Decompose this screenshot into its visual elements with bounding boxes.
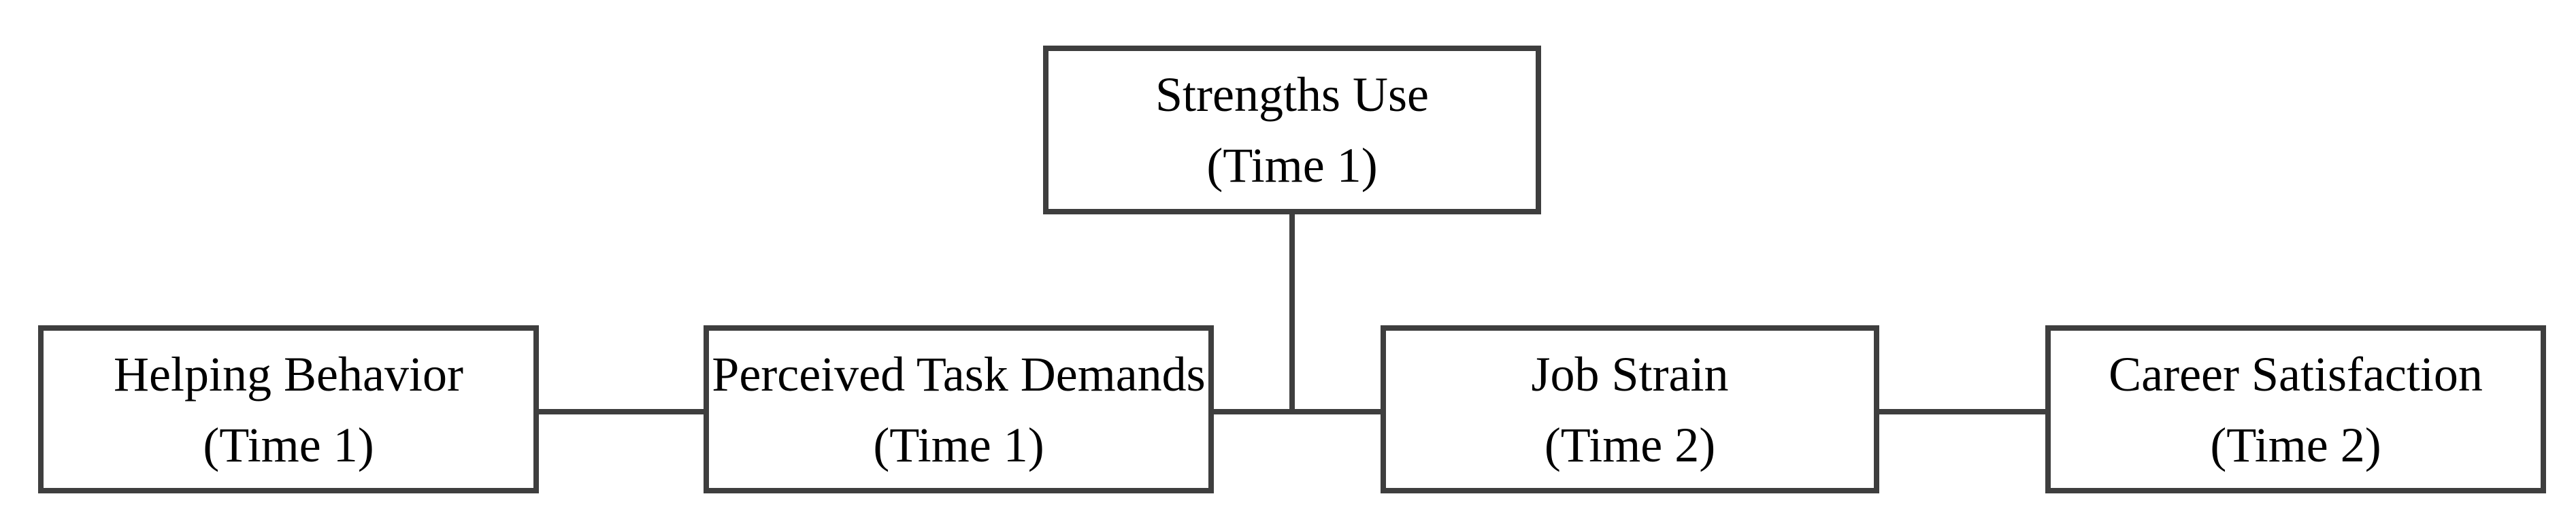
connector-strengths-use-drop bbox=[1289, 214, 1295, 414]
node-strengths-use-time: (Time 1) bbox=[1206, 138, 1378, 193]
node-perceived-task-demands-time: (Time 1) bbox=[873, 417, 1044, 472]
node-career-satisfaction-label: Career Satisfaction bbox=[2109, 346, 2483, 402]
connector-helping-to-demands bbox=[539, 409, 704, 414]
node-career-satisfaction: Career Satisfaction (Time 2) bbox=[2045, 325, 2546, 493]
connector-demands-to-strain bbox=[1214, 409, 1381, 414]
node-strengths-use: Strengths Use (Time 1) bbox=[1043, 46, 1541, 214]
node-helping-behavior-label: Helping Behavior bbox=[114, 346, 463, 402]
node-career-satisfaction-time: (Time 2) bbox=[2210, 417, 2381, 472]
connector-strain-to-career bbox=[1879, 409, 2045, 414]
node-job-strain-time: (Time 2) bbox=[1544, 417, 1716, 472]
node-job-strain-label: Job Strain bbox=[1531, 346, 1729, 402]
node-helping-behavior: Helping Behavior (Time 1) bbox=[38, 325, 539, 493]
node-helping-behavior-time: (Time 1) bbox=[203, 417, 374, 472]
node-strengths-use-label: Strengths Use bbox=[1155, 67, 1429, 122]
node-perceived-task-demands: Perceived Task Demands (Time 1) bbox=[704, 325, 1214, 493]
node-perceived-task-demands-label: Perceived Task Demands bbox=[712, 346, 1206, 402]
node-job-strain: Job Strain (Time 2) bbox=[1381, 325, 1879, 493]
